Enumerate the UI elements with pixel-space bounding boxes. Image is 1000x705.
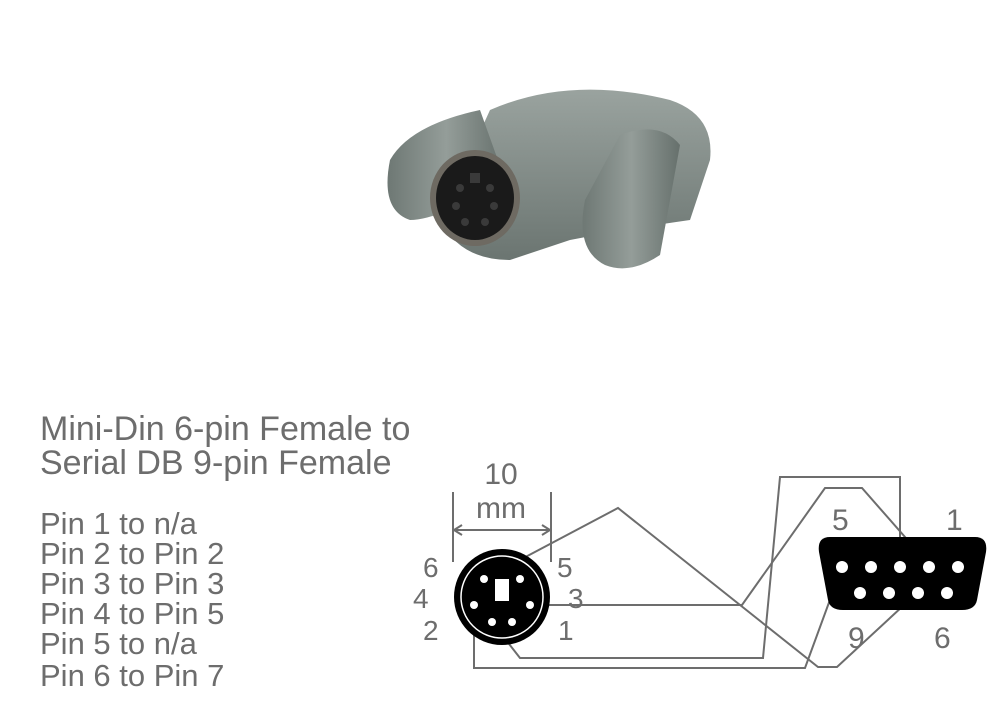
title-line-1: Mini-Din 6-pin Female to [40,410,411,448]
minidin-label-1: 1 [558,615,574,646]
dimension-marker [452,492,552,562]
db9-connector [818,537,987,610]
db9-label-9: 9 [848,622,865,655]
dimension-unit: mm [476,492,526,525]
right-cylinder [582,129,680,269]
minidin-connector [454,549,550,645]
minidin-label-6: 6 [423,552,439,583]
wire-pin6-to-pin7 [483,506,918,668]
minidin-label-5: 5 [557,552,573,583]
title-line-2: Serial DB 9-pin Female [40,444,392,482]
minidin-label-2: 2 [423,615,439,646]
adapter-photo [387,89,711,269]
pinout-item-6: Pin 6 to Pin 7 [40,658,225,693]
minidin-label-4: 4 [413,583,429,614]
minidin-socket-photo [430,150,520,246]
wire-pin2-to-pin2 [491,476,901,659]
pinout-item-1: Pin 1 to n/a [40,506,197,541]
pinout-item-5: Pin 5 to n/a [40,626,197,661]
minidin-label-3: 3 [568,583,584,614]
db9-label-6: 6 [934,622,951,655]
pinout-item-4: Pin 4 to Pin 5 [40,596,225,631]
db9-label-1: 1 [946,504,963,537]
wire-pin4-to-pin5 [473,566,843,669]
dimension-value: 10 [484,458,517,491]
db9-label-5: 5 [832,504,849,537]
pinout-item-3: Pin 3 to Pin 3 [40,566,225,601]
pinout-item-2: Pin 2 to Pin 2 [40,536,225,571]
